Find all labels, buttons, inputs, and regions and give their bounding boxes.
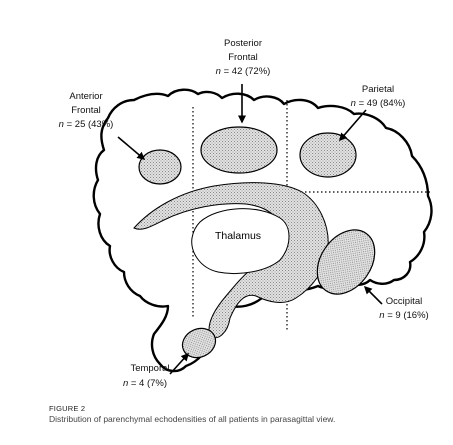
parietal-arrow	[339, 109, 367, 142]
anterior-frontal-label-line2: Frontal	[71, 105, 101, 116]
figure-number: FIGURE 2	[49, 404, 86, 413]
posterior-frontal-label: Posterior	[224, 38, 262, 49]
parietal-count: n = 49 (84%)	[351, 98, 406, 109]
occipital-count: n = 9 (16%)	[379, 310, 428, 321]
temporal-count: n = 4 (7%)	[123, 378, 167, 389]
occipital-label: Occipital	[386, 296, 422, 307]
region-divider-lines	[192, 100, 430, 330]
occipital-arrow	[363, 285, 383, 305]
temporal-arrow	[169, 352, 190, 375]
temporal-lesion	[181, 327, 217, 359]
caption-text: Distribution of parenchymal echodensitie…	[49, 414, 336, 424]
parietal-lesion	[299, 132, 357, 178]
thalamus-label: Thalamus	[215, 230, 261, 242]
temporal-label: Temporal	[130, 363, 169, 374]
anterior-frontal-label: Anterior	[69, 91, 102, 102]
parietal-label: Parietal	[362, 84, 394, 95]
figure-caption: FIGURE 2 Distribution of parenchymal ech…	[49, 404, 449, 425]
thalamus-shape	[191, 208, 290, 274]
anterior-frontal-lesion	[138, 149, 182, 185]
posterior-frontal-lesion	[200, 126, 278, 174]
brain-diagram: Thalamus Posterior Frontal n = 42 (72%) …	[59, 38, 433, 389]
posterior-frontal-label-line2: Frontal	[228, 52, 258, 63]
pointer-arrows	[117, 84, 383, 375]
occipital-lesion	[316, 229, 376, 295]
anterior-frontal-count: n = 25 (43%)	[59, 119, 114, 130]
anterior-frontal-arrow	[117, 136, 146, 160]
posterior-frontal-count: n = 42 (72%)	[216, 66, 271, 77]
